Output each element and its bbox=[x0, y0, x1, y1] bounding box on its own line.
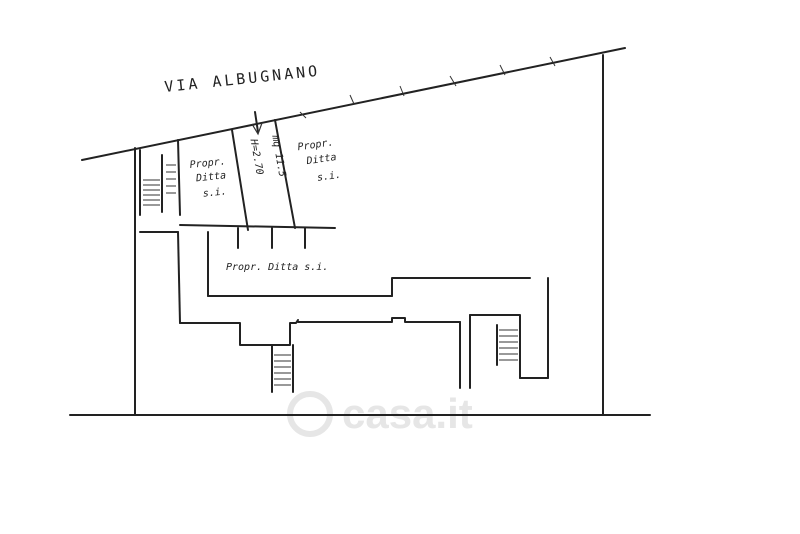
left-unit-label: Propr. Ditta s.i. bbox=[189, 156, 235, 201]
right-unit-label: Propr. Ditta s.i. bbox=[297, 136, 346, 186]
courtyard-wall bbox=[177, 231, 181, 324]
site-boundary bbox=[69, 54, 651, 416]
left-unit-label-line-3: s.i. bbox=[202, 186, 227, 199]
corridor-wall bbox=[297, 317, 461, 323]
entry-arrow-head bbox=[251, 122, 263, 136]
block-wall bbox=[469, 314, 521, 379]
corridor-wall bbox=[179, 319, 299, 346]
left-stair-block bbox=[139, 149, 181, 324]
tick-mark bbox=[399, 85, 405, 97]
center-unit-label: H=2.70 mq 11.5 bbox=[247, 133, 287, 181]
left-unit-label-line-1: Propr. bbox=[189, 156, 226, 171]
tick-mark bbox=[499, 64, 506, 76]
bottom-unit-label: Propr. Ditta s.i. bbox=[226, 262, 328, 273]
center-unit-height: H=2.70 bbox=[247, 137, 264, 175]
left-unit-label-line-2: Ditta bbox=[195, 170, 227, 184]
watermark: casa.it bbox=[287, 390, 473, 437]
tick-mark bbox=[449, 75, 457, 87]
unit-wall bbox=[177, 139, 181, 216]
unit-wall bbox=[231, 129, 249, 231]
street-boundary bbox=[81, 47, 626, 161]
entry-arrow bbox=[254, 111, 259, 133]
right-unit-label-line-2: Ditta bbox=[305, 152, 337, 167]
tick-mark bbox=[549, 56, 556, 67]
right-stair-block bbox=[459, 277, 549, 389]
center-unit-area: mq 11.5 bbox=[269, 133, 287, 177]
central-section bbox=[179, 277, 531, 393]
unit-back-wall bbox=[179, 224, 336, 229]
front-units bbox=[177, 111, 393, 297]
unit-wall bbox=[274, 119, 296, 229]
tick-mark bbox=[349, 94, 355, 105]
right-unit-label-line-1: Propr. bbox=[297, 137, 334, 153]
watermark-text: casa.it bbox=[342, 390, 473, 437]
right-unit-label-line-3: s.i. bbox=[316, 170, 341, 184]
tick-mark bbox=[299, 111, 307, 119]
corridor-wall bbox=[391, 277, 531, 297]
street-name: VIA ALBUGNANO bbox=[164, 62, 321, 96]
